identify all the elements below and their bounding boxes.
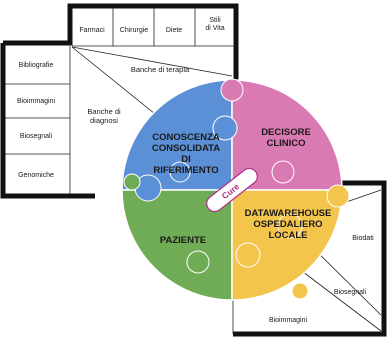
puzzle-tabs bbox=[123, 78, 350, 300]
left-category-biosegnali: Biosegnali bbox=[20, 133, 53, 140]
banche-terapia-label: Banche di terapia bbox=[131, 65, 190, 74]
warehouse-frame bbox=[233, 180, 387, 337]
left-category-bioimmagini: Bioimmagini bbox=[17, 98, 56, 105]
output-biodati: Biodati bbox=[352, 235, 374, 242]
therapy-categories bbox=[72, 8, 236, 47]
output-biosegnali: Biosegnali bbox=[334, 289, 367, 296]
quadrant-paziente bbox=[121, 189, 233, 301]
cure-tube: Cure bbox=[206, 167, 258, 213]
left-category-bibliografie: Bibliografie bbox=[19, 62, 54, 69]
divider-lines bbox=[71, 46, 233, 123]
output-bioimmagini: Bioimmagini bbox=[269, 317, 308, 324]
quadrant-knowledge bbox=[121, 79, 233, 191]
diagnosis-categories bbox=[5, 46, 71, 194]
puzzle-circle bbox=[121, 79, 343, 301]
quadrant-datawarehouse bbox=[231, 189, 343, 301]
left-category-genomiche: Genomiche bbox=[18, 172, 54, 179]
paziente-label: PAZIENTE bbox=[160, 235, 206, 246]
banks-frame bbox=[0, 3, 239, 199]
top-category-chirurgie: Chirurgie bbox=[120, 27, 149, 34]
top-category-farmaci: Farmaci bbox=[79, 27, 105, 34]
top-category-diete: Diete bbox=[166, 27, 182, 34]
quadrant-decisore bbox=[231, 79, 343, 191]
